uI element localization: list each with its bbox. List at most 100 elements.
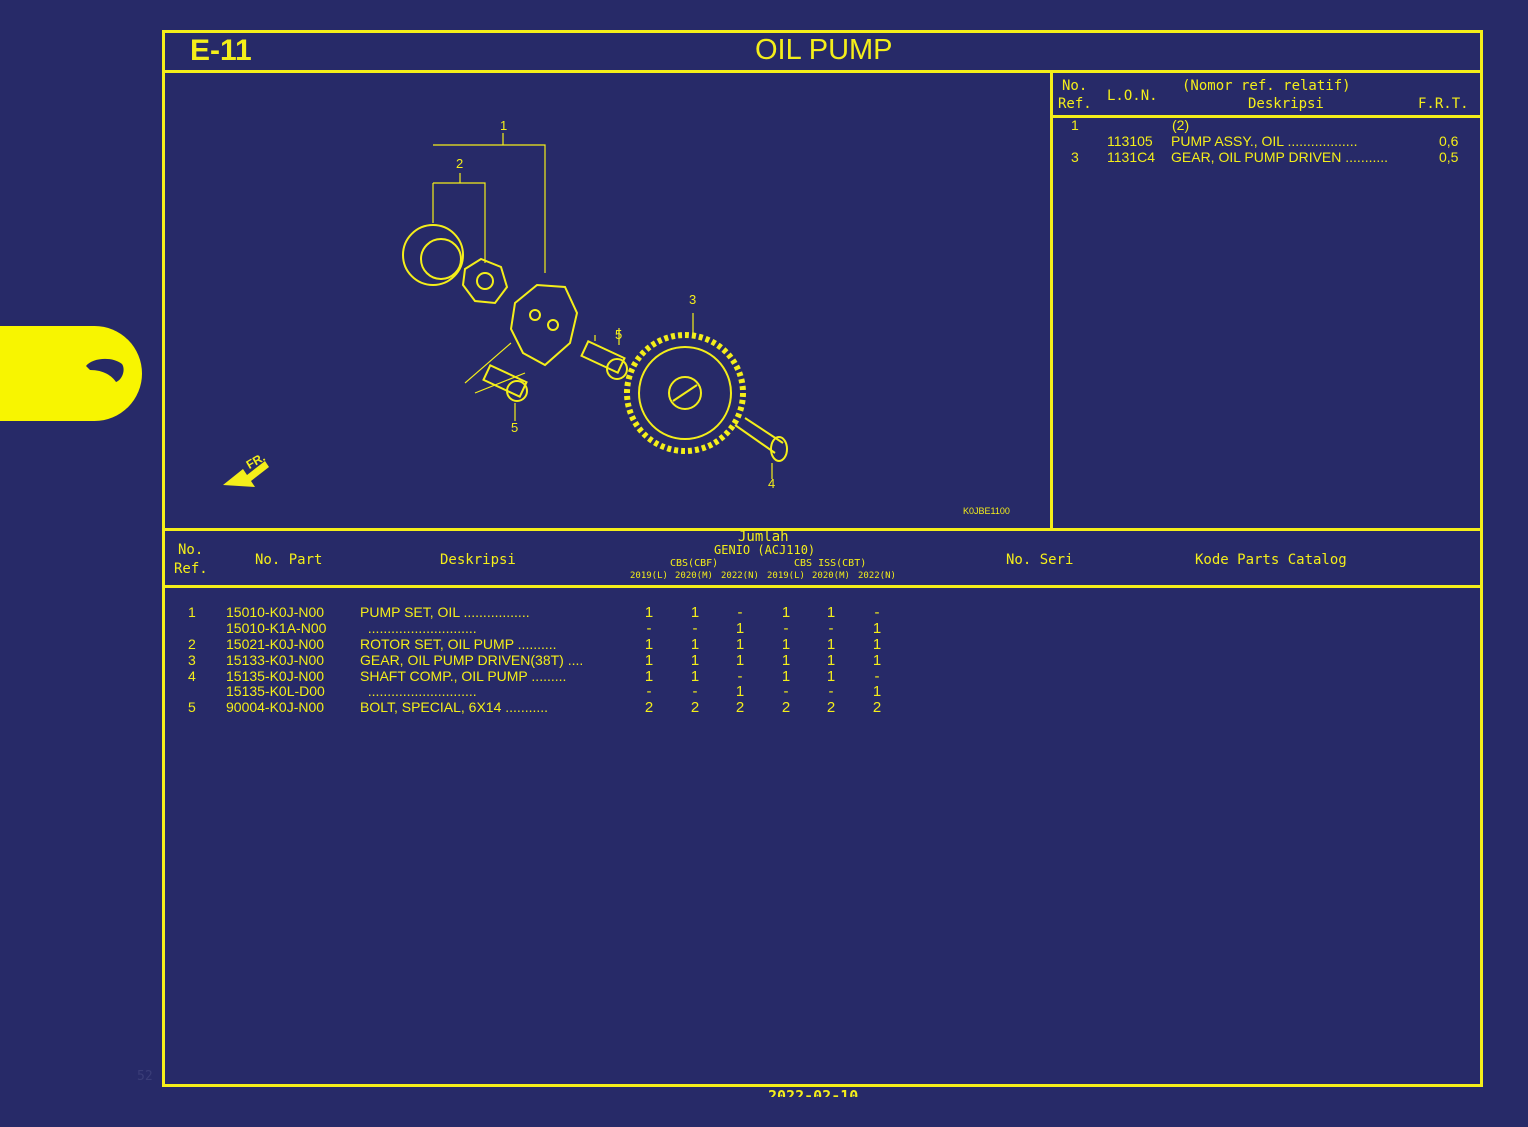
section-code: E-11	[190, 34, 252, 67]
divider	[162, 585, 1480, 588]
quantity: 2	[826, 699, 836, 716]
quantity: 1	[781, 668, 791, 685]
quantity: 1	[735, 652, 745, 669]
quantity: -	[737, 604, 743, 621]
header-desc: Deskripsi	[440, 552, 516, 568]
catalog-page-frame	[162, 30, 1483, 1087]
quantity: -	[874, 604, 880, 621]
header-part-no: No. Part	[255, 552, 323, 568]
bolt-right	[580, 339, 628, 380]
header-desc: Deskripsi	[1248, 96, 1324, 112]
quantity: 1	[826, 668, 836, 685]
quantity: 1	[781, 636, 791, 653]
ref-number: 1	[188, 604, 196, 620]
quantity: -	[874, 668, 880, 685]
page-title: OIL PUMP	[755, 34, 893, 66]
part-number: 15135-K0L-D00	[226, 683, 325, 699]
drawing-code: K0JBE1100	[963, 506, 1010, 516]
frt-value: 0,6	[1439, 133, 1459, 149]
quantity: 2	[644, 699, 654, 716]
header-group-cbt: CBS ISS(CBT)	[794, 558, 867, 569]
front-arrow-icon	[223, 461, 269, 487]
quantity: 1	[781, 604, 791, 621]
year-col: 2020(M)	[812, 571, 850, 581]
quantity: 1	[644, 668, 654, 685]
quantity: 1	[735, 636, 745, 653]
quantity: 2	[690, 699, 700, 716]
part-description: ROTOR SET, OIL PUMP ..........	[360, 636, 557, 652]
year-col: 2019(L)	[767, 571, 805, 581]
shaft	[734, 417, 788, 462]
quantity: 2	[872, 699, 882, 716]
part-description: PUMP SET, OIL .................	[360, 604, 530, 620]
ref-number: 5	[188, 699, 196, 715]
brand-logo-icon	[86, 358, 124, 382]
frt-ref: 3	[1071, 149, 1079, 165]
quantity: 1	[872, 636, 882, 653]
quantity: 1	[872, 683, 882, 700]
header-ref: Ref.	[1058, 96, 1092, 112]
callout-3: 3	[689, 292, 697, 307]
driven-gear	[624, 332, 746, 454]
header-no: No.	[178, 542, 204, 558]
header-no: No.	[1062, 78, 1088, 94]
part-description: ............................	[360, 620, 477, 636]
ref-number: 3	[188, 652, 196, 668]
quantity: 1	[826, 652, 836, 669]
page-number: 52	[137, 1069, 153, 1084]
header-serial: No. Seri	[1006, 552, 1074, 568]
frt-lon: 1131C4	[1107, 149, 1156, 165]
divider	[1050, 115, 1480, 118]
header-catalog: Kode Parts Catalog	[1195, 552, 1347, 568]
part-description: GEAR, OIL PUMP DRIVEN(38T) ....	[360, 652, 584, 668]
quantity: 2	[781, 699, 791, 716]
ref-number: 2	[188, 636, 196, 652]
part-description: BOLT, SPECIAL, 6X14 ...........	[360, 699, 549, 715]
quantity: 1	[781, 652, 791, 669]
header-model: GENIO (ACJ110)	[714, 543, 816, 557]
divider	[162, 528, 1480, 531]
quantity: 1	[826, 604, 836, 621]
header-group-cbf: CBS(CBF)	[670, 558, 719, 569]
callout-2: 2	[456, 156, 464, 171]
quantity: 1	[735, 620, 745, 637]
frt-desc: PUMP ASSY., OIL ..................	[1171, 133, 1358, 149]
quantity: 1	[644, 652, 654, 669]
quantity: 1	[826, 636, 836, 653]
quantity: 1	[872, 620, 882, 637]
quantity: -	[828, 683, 834, 700]
part-number: 15021-K0J-N00	[226, 636, 325, 652]
frt-desc: GEAR, OIL PUMP DRIVEN ...........	[1171, 149, 1389, 165]
header-qty: Jumlah	[738, 529, 789, 545]
header-lon: L.O.N.	[1107, 88, 1158, 104]
quantity: 1	[690, 668, 700, 685]
quantity: -	[783, 620, 789, 637]
quantity: -	[828, 620, 834, 637]
frt-value: 0,5	[1439, 149, 1459, 165]
part-number: 15010-K1A-N00	[226, 620, 327, 636]
year-col: 2022(N)	[858, 571, 896, 581]
quantity: 1	[735, 683, 745, 700]
quantity: 1	[690, 636, 700, 653]
header-years: 2019(L) 2020(M) 2022(N) 2019(L) 2020(M) …	[630, 571, 904, 581]
callout-5: 5	[511, 420, 519, 435]
quantity: 2	[735, 699, 745, 716]
pump-body-housing	[402, 224, 464, 286]
divider	[162, 70, 1480, 73]
quantity: 1	[644, 604, 654, 621]
ref-number: 4	[188, 668, 196, 684]
quantity: -	[692, 683, 698, 700]
side-tab[interactable]	[0, 326, 142, 421]
bolt-left	[482, 363, 528, 402]
part-number: 90004-K0J-N00	[226, 699, 325, 715]
year-col: 2020(M)	[675, 571, 713, 581]
callout-5: 5	[615, 327, 623, 342]
callout-4: 4	[768, 476, 776, 491]
quantity: 1	[872, 652, 882, 669]
quantity: -	[646, 683, 652, 700]
quantity: -	[737, 668, 743, 685]
part-description: ............................	[360, 683, 477, 699]
year-col: 2022(N)	[721, 571, 759, 581]
frt-desc: (2)	[1172, 117, 1190, 133]
year-col: 2019(L)	[630, 571, 668, 581]
